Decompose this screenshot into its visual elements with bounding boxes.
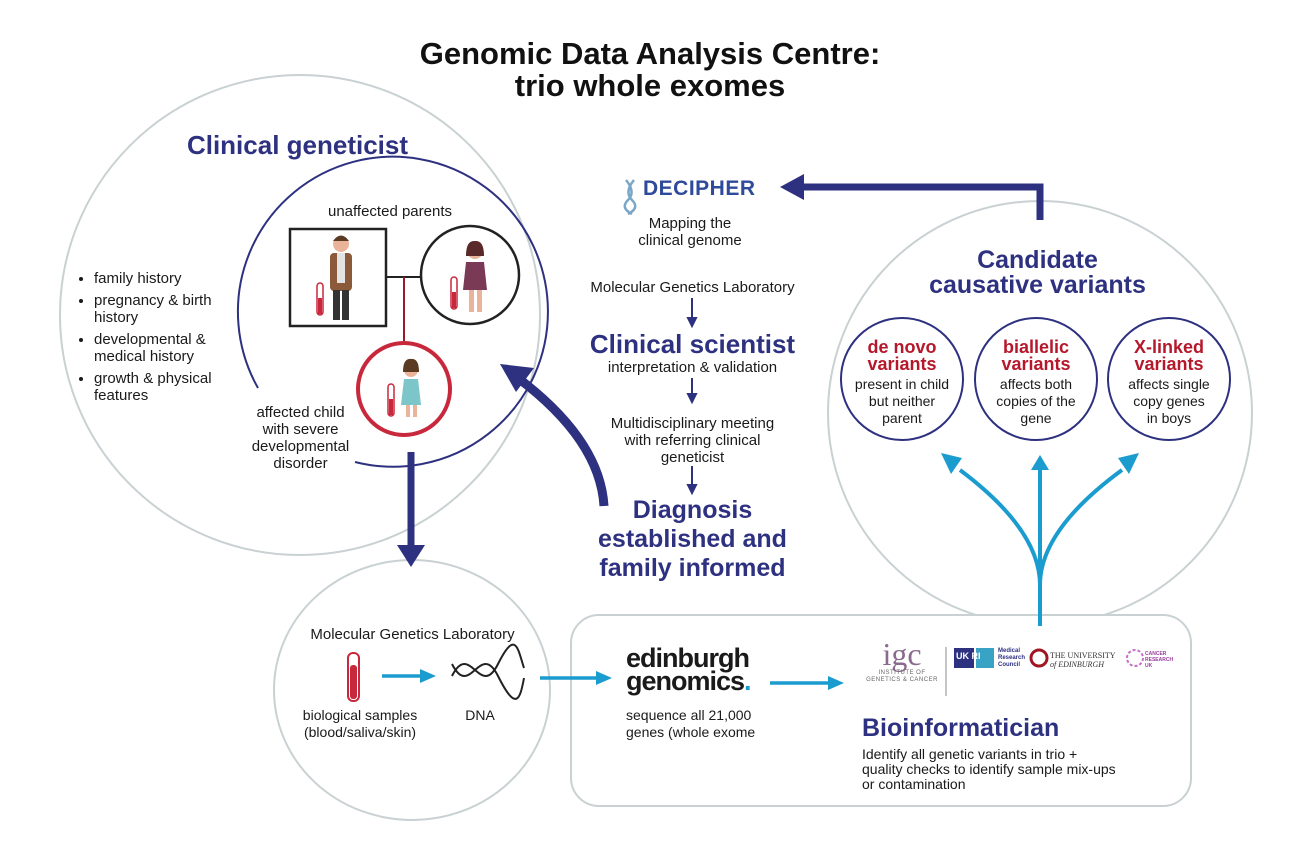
mdt-meeting-label: Multidisciplinary meeting with referring… [610,415,775,466]
dna-label: DNA [465,707,495,723]
candidate-variants-heading: Candidate causative variants [929,246,1146,299]
flow-arrows [686,298,698,496]
decipher-helix-icon [623,179,637,216]
history-list: family history pregnancy & birth history… [80,270,245,409]
child-icon [387,358,421,417]
mgl-heading: Molecular Genetics Laboratory [310,626,515,643]
sequence-label: sequence all 21,000 genes (whole exome [626,707,756,740]
biallelic-text: biallelic variants affects both copies o… [996,337,1076,426]
uoe-crest-icon [1029,648,1049,668]
mother-icon [450,240,487,312]
x-linked-circle [1107,317,1231,441]
father-icon [316,235,352,320]
clinical-geneticist-heading: Clinical geneticist [186,130,409,160]
biallelic-circle [974,317,1098,441]
history-item: developmental & medical history [94,331,245,365]
de-novo-circle [840,317,964,441]
history-item: growth & physical features [94,370,245,404]
ukri-text: UK RI [956,651,981,661]
feedback-arrow [515,374,609,507]
history-item: pregnancy & birth history [94,292,245,326]
family-circle [236,155,549,468]
sample-tube-icon [347,652,360,702]
decipher-caption: Mapping the clinical genome [638,215,742,249]
x-linked-text: X-linked variants affects single copy ge… [1128,337,1210,426]
diagnosis-heading: Diagnosis established and family informe… [598,496,787,582]
ukri-logo [954,648,974,668]
decipher-arrow [800,183,1044,220]
igc-logo: igc INSTITUTE OF GENETICS & CANCER [866,636,938,683]
variant-fork-arrows [958,466,1124,626]
de-novo-text: de novo variants present in child but ne… [854,337,950,426]
history-item: family history [94,270,245,287]
bioinformatician-heading: Bioinformatician [862,714,1060,742]
edinburgh-genomics-logo: edinburgh genomics. [626,643,751,696]
page-title: Genomic Data Analysis Centre: trio whole… [419,36,881,103]
process-arrows [382,674,830,685]
clinical-scientist-sub: interpretation & validation [607,359,778,376]
uoe-text: THE UNIVERSITY of EDINBURGH [1050,651,1116,669]
parents-label: unaffected parents [328,203,452,220]
cruk-text: CANCER RESEARCH UK [1145,651,1174,669]
clinical-geneticist-circle [59,74,541,556]
mgl-circle [273,559,551,821]
samples-label: biological samples (blood/saliva/skin) [302,707,418,740]
decipher-logo: DECIPHER [643,177,756,200]
mgl-step-label: Molecular Genetics Laboratory [590,279,795,296]
clinical-scientist-heading: Clinical scientist [589,329,796,359]
cruk-logo-icon [1126,649,1144,667]
dna-icon [451,643,525,700]
affected-child-label: affected child with severe developmental… [251,404,350,472]
mrc-text: Medical Research Council [998,648,1026,668]
bioinformatician-desc: Identify all genetic variants in trio + … [862,746,1116,792]
